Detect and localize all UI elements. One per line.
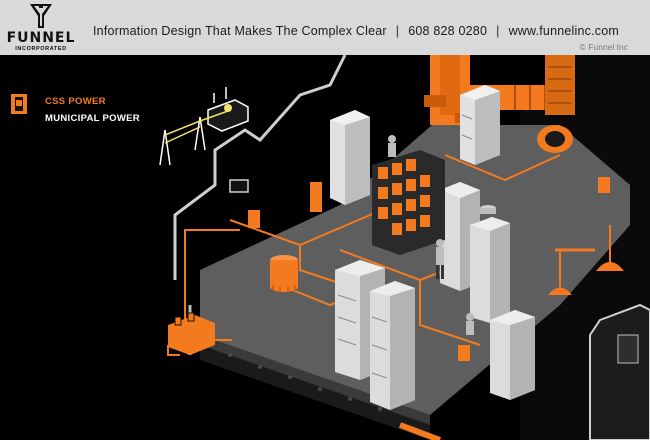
legend-municipal-power: MUNICIPAL POWER (45, 113, 140, 124)
server-cabinets (330, 85, 535, 410)
phone-number: 608 828 0280 (408, 24, 488, 38)
brand-subname: INCORPORATED (15, 46, 67, 52)
website-link[interactable]: www.funnelinc.com (508, 24, 619, 38)
legend-css-power: CSS POWER (45, 96, 106, 107)
separator: | (496, 24, 500, 38)
brand-name: FUNNEL (6, 30, 76, 46)
funnel-logo-icon (30, 4, 52, 28)
ups-battery-rack (372, 150, 445, 255)
separator: | (395, 24, 400, 38)
utility-transformer (159, 87, 249, 166)
data-center-illustration (159, 55, 650, 440)
tagline-text: Information Design That Makes The Comple… (93, 24, 387, 38)
switch-icon (11, 94, 27, 114)
header-bar: FUNNEL INCORPORATED Information Design T… (0, 0, 650, 55)
generator-unit (168, 312, 232, 355)
copyright-text: © Funnel Inc (579, 42, 628, 52)
header-tagline-row: Information Design That Makes The Comple… (93, 24, 619, 38)
